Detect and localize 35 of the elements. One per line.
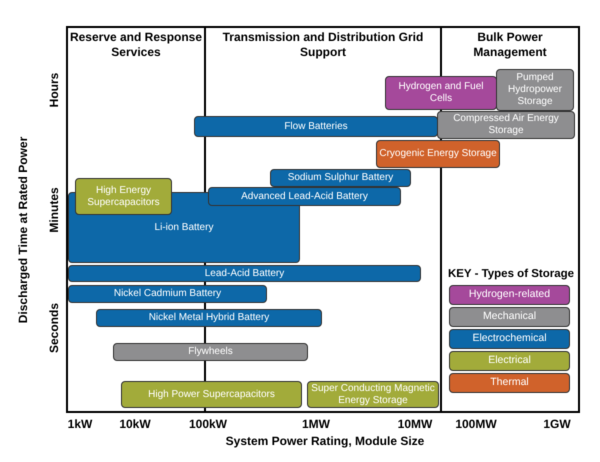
region-heading: Reserve and Response Services: [68, 30, 204, 60]
axis-tick-label: 100kW: [188, 417, 228, 431]
axis-tick-label: 10MW: [396, 417, 434, 431]
region-heading: Transmission and Distribution Grid Support: [222, 30, 424, 60]
axis-tick-label: Minutes: [47, 186, 61, 235]
storage-range-bar: Cryogenic Energy Storage: [376, 140, 500, 168]
storage-range-bar: High Power Supercapacitors: [121, 381, 302, 408]
axis-title: Discharged Time at Rated Power: [16, 136, 30, 326]
axis-tick-label: Seconds: [47, 302, 61, 356]
region-heading: Bulk Power Management: [472, 30, 548, 60]
legend-heading: KEY - Types of Storage: [446, 267, 576, 281]
storage-range-bar: Flywheels: [113, 343, 308, 361]
axis-tick-label: 10kW: [118, 417, 152, 431]
storage-range-bar: Sodium Sulphur Battery: [270, 169, 411, 187]
storage-range-bar: High Energy Supercapacitors: [75, 178, 172, 215]
legend-swatch: Hydrogen-related: [449, 285, 570, 305]
axis-title: System Power Rating, Module Size: [224, 434, 426, 448]
storage-range-bar: Flow Batteries: [194, 116, 438, 137]
axis-tick-label: Hours: [47, 72, 61, 110]
storage-range-bar: Hydrogen and Fuel Cells: [385, 76, 497, 110]
legend-swatch: Thermal: [449, 373, 570, 393]
axis-tick-label: 100MW: [454, 417, 498, 431]
storage-range-bar: Advanced Lead-Acid Battery: [208, 187, 401, 206]
storage-range-bar: Nickel Metal Hybrid Battery: [96, 309, 322, 327]
storage-range-bar: Nickel Cadmium Battery: [68, 285, 267, 303]
axis-tick-label: 1kW: [66, 417, 94, 431]
storage-range-bar: Super Conducting Magnetic Energy Storage: [307, 381, 439, 408]
legend-swatch: Electrochemical: [449, 329, 570, 349]
legend-swatch: Mechanical: [449, 307, 570, 327]
legend-swatch: Electrical: [449, 351, 570, 371]
storage-range-bar: Lead-Acid Battery: [68, 265, 421, 282]
axis-tick-label: 1GW: [542, 417, 572, 431]
storage-range-bar: Compressed Air Energy Storage: [437, 111, 575, 139]
storage-range-bar: Pumped Hydropower Storage: [496, 69, 574, 111]
axis-tick-label: 1MW: [301, 417, 331, 431]
